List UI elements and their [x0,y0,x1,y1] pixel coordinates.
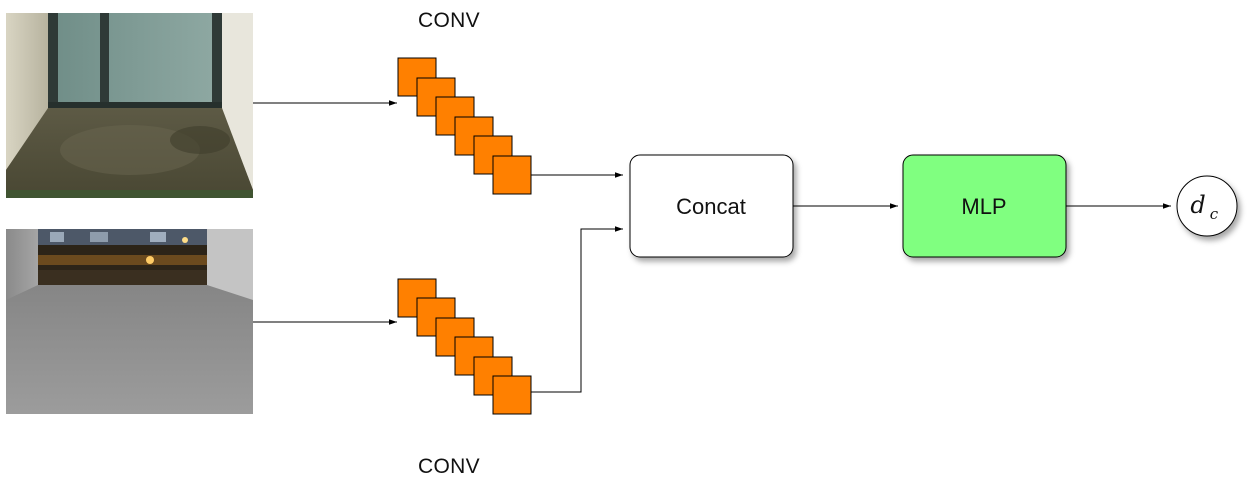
output-symbol: d [1190,191,1205,219]
conv-stack-bottom [397,278,532,415]
output-node: d c [1176,175,1238,237]
concat-node: Concat [629,154,794,258]
svg-text:d: d [1190,191,1205,219]
mlp-label: MLP [961,194,1006,219]
conv-block [492,375,532,415]
mlp-node: MLP [902,154,1067,258]
input-photo-top [6,13,253,198]
output-subscript: c [1210,205,1219,223]
svg-text:c: c [1210,205,1219,223]
conv-label-top: CONV [418,9,480,32]
conv-label-bottom: CONV [418,455,480,478]
input-photo-bottom [6,229,253,414]
conv-stack-top [397,57,532,195]
conv-block [492,155,532,195]
edge-bottom-conv-to-concat [531,226,623,393]
concat-label: Concat [676,194,746,219]
